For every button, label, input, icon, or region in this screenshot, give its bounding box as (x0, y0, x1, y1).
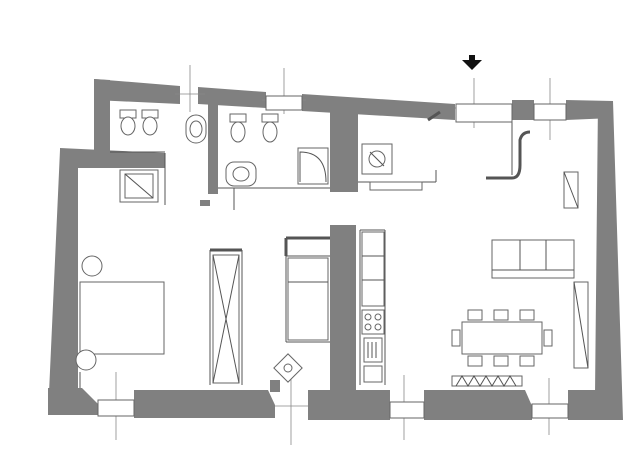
bathroom-1 (119, 109, 207, 203)
north-wall-left (94, 79, 180, 104)
closet (287, 257, 329, 341)
bath-divider-wall (208, 104, 218, 194)
spine-wall (330, 225, 356, 417)
laundry-divider-wall (330, 112, 358, 192)
east-wall (595, 101, 623, 420)
cooktop-icon (361, 309, 385, 335)
hallway-wall-stub (270, 380, 280, 392)
west-wall (48, 150, 78, 415)
south-wall-mid-left (134, 390, 275, 418)
walls (48, 79, 623, 420)
bidet-icon (261, 113, 279, 143)
north-wall-mid-right (512, 100, 534, 120)
kitchen-sink-icon (363, 337, 383, 363)
bath-stub-wall (200, 200, 210, 206)
bookshelf-icon (573, 281, 589, 369)
washing-machine-icon (361, 143, 393, 175)
wardrobe (212, 254, 240, 384)
sofa-icon (491, 239, 575, 279)
sink-icon (185, 114, 207, 144)
bed-icon (79, 281, 165, 355)
entrance-arrow-icon (462, 55, 482, 70)
partition-lines (110, 110, 531, 385)
north-wall-mid-left (198, 87, 266, 108)
south-wall-center (424, 390, 532, 420)
shower-icon (119, 169, 159, 203)
toilet-icon (119, 109, 137, 136)
shower-icon (297, 147, 329, 185)
radiator-icon (451, 375, 523, 387)
south-wall-right (568, 390, 605, 420)
south-wall-left (48, 388, 98, 415)
notch-wall (60, 148, 165, 175)
toilet-icon (229, 113, 247, 143)
dishwasher (363, 365, 383, 383)
north-wall-mid (302, 94, 455, 120)
west-wall-upper (94, 79, 110, 152)
hallway (273, 353, 303, 383)
opening-markers (97, 65, 569, 445)
laundry-counter (369, 181, 423, 191)
living-kitchen (361, 171, 589, 387)
nightstand-lamp-icon (75, 349, 97, 371)
bidet-icon (141, 109, 159, 136)
south-wall-mid-right (352, 390, 390, 420)
bedroom (75, 255, 165, 388)
kitchen-counter (361, 231, 385, 307)
nightstand-lamp-icon (81, 255, 103, 277)
plant-stand-icon (273, 353, 303, 383)
wall-cabinet-icon (563, 171, 579, 209)
bathroom-2 (225, 113, 329, 187)
sink-icon (225, 161, 257, 187)
laundry (361, 143, 423, 191)
dining-table-icon (451, 309, 553, 367)
